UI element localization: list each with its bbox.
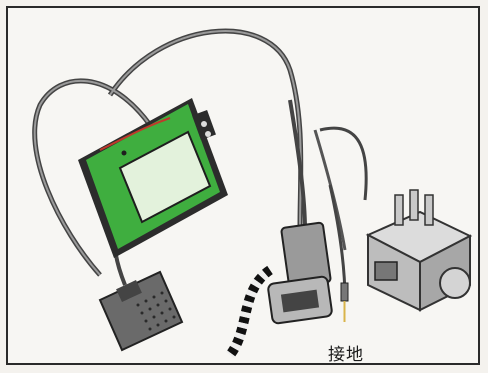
ground-probe xyxy=(341,283,348,322)
handheld-diagnostic-tool-icon xyxy=(78,98,228,258)
ground-label: 接地 xyxy=(328,340,364,365)
striped-harness xyxy=(230,270,270,355)
abs-module-icon xyxy=(368,190,470,310)
module-cable xyxy=(320,128,366,200)
clip-adapter-icon xyxy=(100,272,182,350)
diagnostic-plug-icon xyxy=(268,222,333,324)
